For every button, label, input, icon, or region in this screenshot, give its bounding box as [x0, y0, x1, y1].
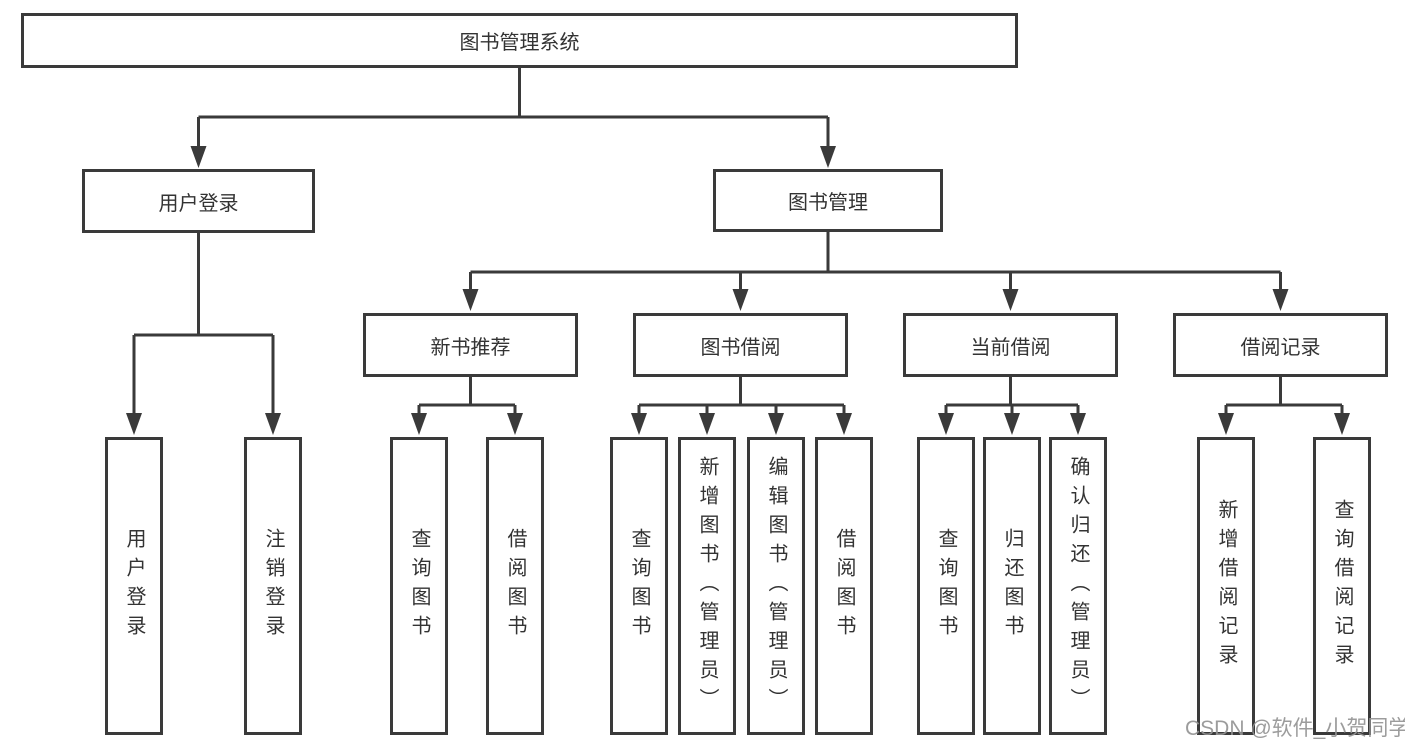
connector-paths [132, 68, 1344, 420]
node-user-login: 用户登录 [82, 169, 315, 233]
node-label: 查询图书 [628, 528, 650, 644]
node-label: 图书管理 [788, 192, 868, 214]
node-label: 查询图书 [935, 528, 957, 644]
node-book-borrowing: 图书借阅 [633, 313, 848, 377]
leaf-logout: 注销登录 [244, 437, 302, 735]
node-label: 新增图书（管理员） [696, 455, 718, 717]
leaf-borrow-books-recommend: 借阅图书 [486, 437, 544, 735]
node-label: 当前借阅 [970, 336, 1051, 359]
node-current-borrowing: 当前借阅 [903, 313, 1118, 377]
leaf-query-borrow-record: 查询借阅记录 [1313, 437, 1371, 735]
node-borrowing-records: 借阅记录 [1173, 313, 1388, 377]
node-label: 借阅图书 [833, 528, 855, 644]
node-library-management-system: 图书管理系统 [21, 13, 1018, 68]
csdn-watermark: CSDN @软件_小贺同学 [1185, 717, 1405, 740]
node-label: 借阅图书 [504, 528, 526, 644]
leaf-add-borrow-record: 新增借阅记录 [1197, 437, 1255, 735]
node-label: 新书推荐 [430, 336, 511, 359]
node-label: 查询借阅记录 [1331, 499, 1353, 673]
node-label: 确认归还（管理员） [1067, 455, 1089, 717]
leaf-edit-book-admin: 编辑图书（管理员） [747, 437, 805, 735]
node-label: 查询图书 [408, 528, 430, 644]
leaf-add-book-admin: 新增图书（管理员） [678, 437, 736, 735]
node-label: 图书管理系统 [459, 32, 580, 54]
node-label: 注销登录 [262, 528, 284, 644]
leaf-query-books-current: 查询图书 [917, 437, 975, 735]
node-label: 用户登录 [123, 528, 145, 644]
arrowheads [126, 146, 1350, 435]
node-label: 借阅记录 [1240, 336, 1321, 359]
node-label: 编辑图书（管理员） [765, 455, 787, 717]
leaf-query-books-recommend: 查询图书 [390, 437, 448, 735]
node-label: 新增借阅记录 [1215, 499, 1237, 673]
node-book-management: 图书管理 [713, 169, 943, 232]
node-label: 图书借阅 [700, 336, 781, 359]
node-new-book-recommend: 新书推荐 [363, 313, 578, 377]
node-label: 用户登录 [158, 192, 239, 215]
leaf-query-books-borrowing: 查询图书 [610, 437, 668, 735]
leaf-borrow-books-borrowing: 借阅图书 [815, 437, 873, 735]
node-label: 归还图书 [1001, 528, 1023, 644]
leaf-confirm-return-admin: 确认归还（管理员） [1049, 437, 1107, 735]
leaf-return-book: 归还图书 [983, 437, 1041, 735]
leaf-user-login: 用户登录 [105, 437, 163, 735]
